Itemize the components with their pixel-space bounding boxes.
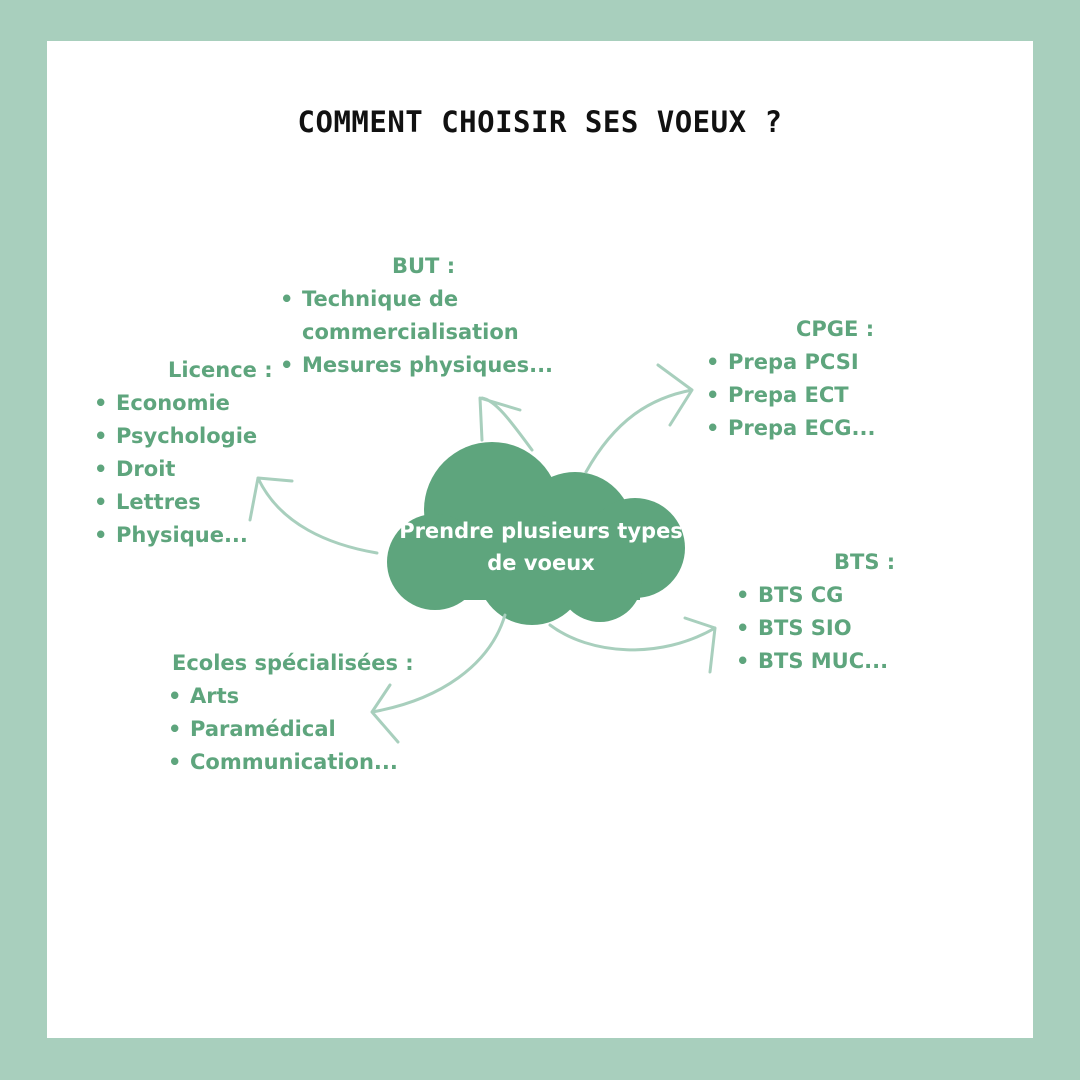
center-label-line1: Prendre plusieurs types bbox=[399, 519, 683, 543]
arrow-to-bts bbox=[548, 616, 717, 674]
but-item-2: Mesures physiques... bbox=[280, 349, 553, 382]
bts-item-2: BTS SIO bbox=[736, 612, 895, 645]
licence-item-4: Lettres bbox=[94, 486, 273, 519]
group-licence: Licence : Economie Psychologie Droit Let… bbox=[94, 354, 273, 552]
ecoles-item-2: Paramédical bbox=[168, 713, 414, 746]
licence-item-5: Physique... bbox=[94, 519, 273, 552]
group-cpge: CPGE : Prepa PCSI Prepa ECT Prepa ECG... bbox=[706, 313, 875, 445]
group-but-heading: BUT : bbox=[392, 254, 456, 278]
center-label-line2: de voeux bbox=[487, 551, 595, 575]
group-bts-heading: BTS : bbox=[834, 550, 896, 574]
group-cpge-heading: CPGE : bbox=[796, 317, 875, 341]
group-licence-heading: Licence : bbox=[168, 358, 273, 382]
but-item-1: Technique de bbox=[280, 283, 553, 316]
arrow-to-but bbox=[478, 396, 534, 452]
but-item-1-continued: commercialisation bbox=[302, 320, 519, 344]
ecoles-item-3: Communication... bbox=[168, 746, 414, 779]
arrow-to-cpge bbox=[584, 363, 694, 474]
center-label: Prendre plusieurs types de voeux bbox=[385, 515, 697, 579]
bts-item-1: BTS CG bbox=[736, 579, 895, 612]
cpge-item-3: Prepa ECG... bbox=[706, 412, 875, 445]
ecoles-item-1: Arts bbox=[168, 680, 414, 713]
cloud-shape bbox=[387, 442, 685, 625]
page-title: COMMENT CHOISIR SES VOEUX ? bbox=[297, 105, 783, 139]
group-but: BUT : Technique de commercialisation Mes… bbox=[280, 250, 553, 382]
cpge-item-2: Prepa ECT bbox=[706, 379, 875, 412]
group-ecoles-heading: Ecoles spécialisées : bbox=[172, 651, 414, 675]
licence-item-2: Psychologie bbox=[94, 420, 273, 453]
licence-item-3: Droit bbox=[94, 453, 273, 486]
group-ecoles: Ecoles spécialisées : Arts Paramédical C… bbox=[168, 647, 414, 779]
bts-item-3: BTS MUC... bbox=[736, 645, 895, 678]
group-bts: BTS : BTS CG BTS SIO BTS MUC... bbox=[736, 546, 895, 678]
licence-item-1: Economie bbox=[94, 387, 273, 420]
cpge-item-1: Prepa PCSI bbox=[706, 346, 875, 379]
